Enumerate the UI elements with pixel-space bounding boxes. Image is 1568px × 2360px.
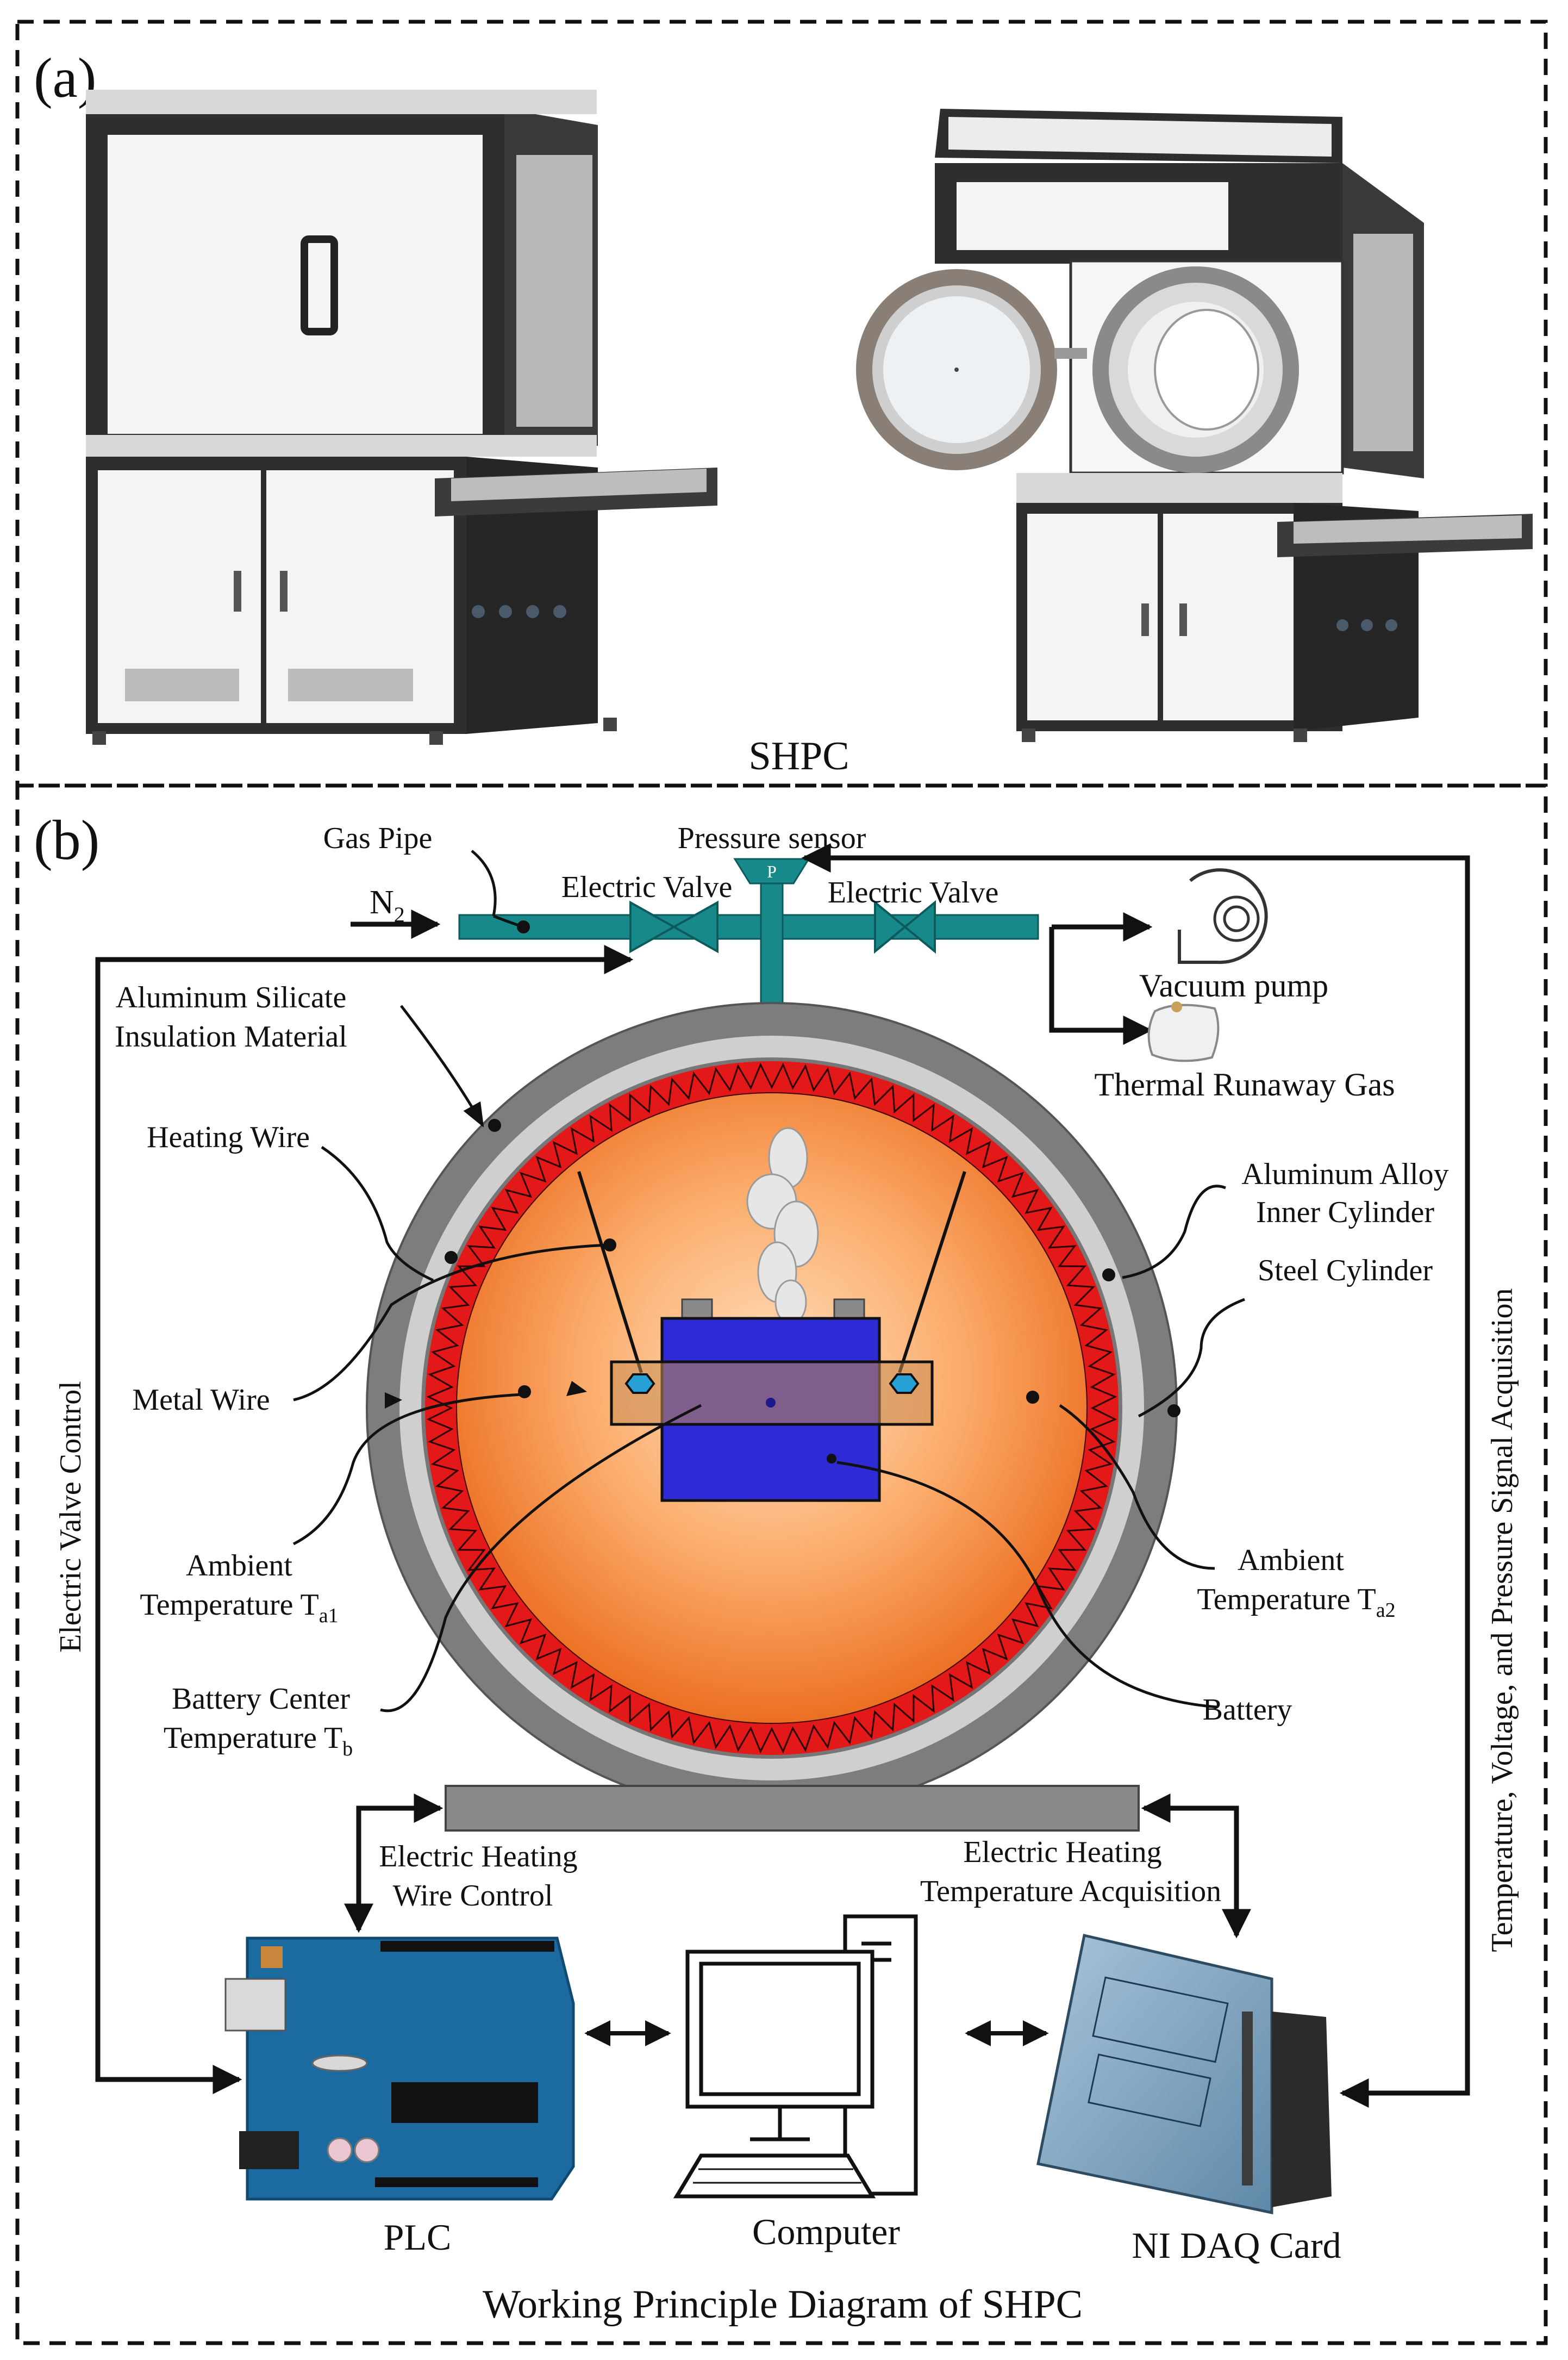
bolt-right-icon xyxy=(889,1373,920,1394)
ambient-t1-label-2: Temperature T xyxy=(140,1588,318,1622)
ambient-t2-label-2: Temperature T xyxy=(1197,1583,1376,1616)
vacuum-pump-icon xyxy=(1178,868,1268,964)
panel-b-caption: Working Principle Diagram of SHPC xyxy=(483,2282,1083,2327)
gas-bag-icon xyxy=(1147,1001,1220,1062)
signal-acquisition-label: Temperature, Voltage, and Pressure Signa… xyxy=(1485,1288,1519,1952)
svg-text:N2: N2 xyxy=(370,884,405,927)
shpc-open-cabinet xyxy=(856,109,1533,742)
aluminum-silicate-label-2: Insulation Material xyxy=(115,1020,347,1054)
panel-b-label: (b) xyxy=(34,809,99,871)
pressure-symbol: P xyxy=(767,862,777,881)
ambient-t2-sub: a2 xyxy=(1376,1599,1396,1622)
signal-acquisition-line xyxy=(801,843,1470,2108)
pressure-sensor-icon xyxy=(733,858,810,885)
electric-valve-right-icon xyxy=(874,900,907,954)
shpc-closed-cabinet xyxy=(86,90,717,745)
electric-valve-control-label: Electric Valve Control xyxy=(54,1381,88,1653)
electric-valve-right-label: Electric Valve xyxy=(828,876,999,910)
electric-valve-left-label: Electric Valve xyxy=(561,870,733,904)
pressure-sensor-label: Pressure sensor xyxy=(678,821,866,855)
metal-wire-dot xyxy=(603,1238,616,1251)
ni-daq-card-icon xyxy=(1036,1933,1332,2215)
aluminum-alloy-dot xyxy=(1102,1268,1115,1281)
thermal-runaway-gas-label: Thermal Runaway Gas xyxy=(1094,1067,1395,1103)
gas-pipe-label: Gas Pipe xyxy=(323,821,433,855)
heating-temp-acq-label-1: Electric Heating xyxy=(963,1835,1161,1869)
heating-wire-control-label-2: Wire Control xyxy=(393,1879,553,1913)
ambient-t1-sub: a1 xyxy=(319,1604,339,1627)
steel-cylinder-dot xyxy=(1167,1404,1180,1417)
computer-label: Computer xyxy=(752,2211,900,2252)
gas-bag-arrow xyxy=(1049,927,1153,1045)
battery-center-sub: b xyxy=(342,1738,353,1760)
plc-label: PLC xyxy=(384,2216,452,2258)
insulation-dot xyxy=(488,1119,501,1132)
heating-wire-dot xyxy=(445,1251,458,1264)
vacuum-pump-label: Vacuum pump xyxy=(1139,968,1328,1004)
heating-wire-control-arrow xyxy=(344,1794,443,1933)
ambient-t1-label-1: Ambient xyxy=(186,1549,292,1583)
metal-wire-label: Metal Wire xyxy=(132,1383,270,1417)
bolt-left-icon xyxy=(624,1373,655,1394)
aluminum-alloy-label-2: Inner Cylinder xyxy=(1256,1195,1434,1229)
ni-daq-label: NI DAQ Card xyxy=(1132,2225,1341,2266)
panel-a-caption: SHPC xyxy=(748,734,849,779)
n2-label: N xyxy=(370,884,394,921)
computer-icon xyxy=(673,1914,918,2199)
battery-label: Battery xyxy=(1203,1693,1292,1727)
svg-text:Temperature Ta1: Temperature Ta1 xyxy=(140,1588,338,1627)
aluminum-silicate-label-1: Aluminum Silicate xyxy=(116,981,347,1014)
svg-text:Temperature Tb: Temperature Tb xyxy=(164,1721,353,1760)
aluminum-alloy-label-1: Aluminum Alloy xyxy=(1241,1157,1448,1191)
ambient-t2-label-1: Ambient xyxy=(1238,1543,1344,1577)
gas-pipe xyxy=(458,914,1039,940)
electric-valve-left-icon xyxy=(629,900,677,954)
panel-b-frame xyxy=(15,783,1548,2345)
svg-text:Temperature Ta2: Temperature Ta2 xyxy=(1197,1583,1395,1622)
heating-temp-acq-label-2: Temperature Acquisition xyxy=(920,1875,1221,1908)
heating-platform xyxy=(445,1785,1140,1832)
heating-temp-acq-arrow xyxy=(1141,1794,1251,1939)
heating-wire-label: Heating Wire xyxy=(147,1120,310,1154)
n2-subscript: 2 xyxy=(394,902,405,927)
battery-center-label-1: Battery Center xyxy=(172,1682,350,1716)
gas-pipe-dot xyxy=(517,920,530,933)
battery-center-label-2: Temperature T xyxy=(164,1721,342,1755)
ambient-t1-dot xyxy=(518,1385,531,1398)
electric-valve-control-line xyxy=(95,945,634,2094)
plc-board-icon xyxy=(224,1936,575,2201)
steel-cylinder-label: Steel Cylinder xyxy=(1258,1254,1433,1287)
ambient-t2-dot xyxy=(1026,1391,1039,1404)
heating-wire-control-label-1: Electric Heating xyxy=(379,1840,577,1873)
